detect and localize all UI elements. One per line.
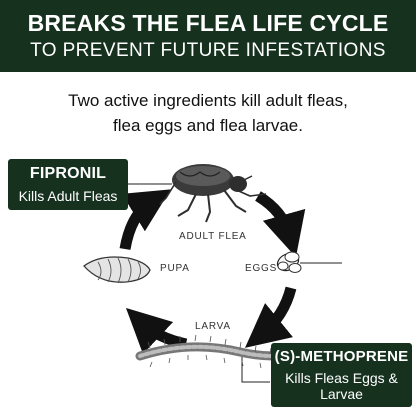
stage-label-pupa: PUPA <box>160 263 190 274</box>
methoprene-name: (S)-METHOPRENE <box>274 348 409 365</box>
fipronil-description: Kills Adult Fleas <box>18 188 118 204</box>
header-banner: BREAKS THE FLEA LIFE CYCLE TO PREVENT FU… <box>0 0 416 72</box>
cycle-arrow-icon <box>244 286 297 348</box>
intro-line-2: flea eggs and flea larvae. <box>113 116 303 135</box>
stage-label-eggs: EGGS <box>245 263 278 274</box>
methoprene-description: Kills Fleas Eggs & Larvae <box>285 370 398 402</box>
intro-text: Two active ingredients kill adult fleas,… <box>0 88 416 138</box>
flea-icon <box>159 164 267 223</box>
page-title: BREAKS THE FLEA LIFE CYCLE <box>27 10 389 36</box>
fipronil-name: FIPRONIL <box>29 165 107 182</box>
eggs-icon <box>276 251 302 273</box>
intro-line-1: Two active ingredients kill adult fleas, <box>68 91 348 110</box>
cycle-arrow-icon <box>255 191 306 258</box>
methoprene-leader-line <box>241 354 270 383</box>
stage-label-larva: LARVA <box>195 321 231 332</box>
page-subtitle: TO PREVENT FUTURE INFESTATIONS <box>30 40 386 61</box>
stage-label-adult: ADULT FLEA <box>179 231 247 242</box>
cycle-arrow-icon <box>125 307 188 355</box>
pupa-icon <box>83 256 151 284</box>
methoprene-callout: (S)-METHOPRENE Kills Fleas Eggs & Larvae <box>271 343 412 407</box>
cycle-arrow-icon <box>119 189 171 251</box>
fipronil-callout: FIPRONIL Kills Adult Fleas <box>8 159 128 210</box>
